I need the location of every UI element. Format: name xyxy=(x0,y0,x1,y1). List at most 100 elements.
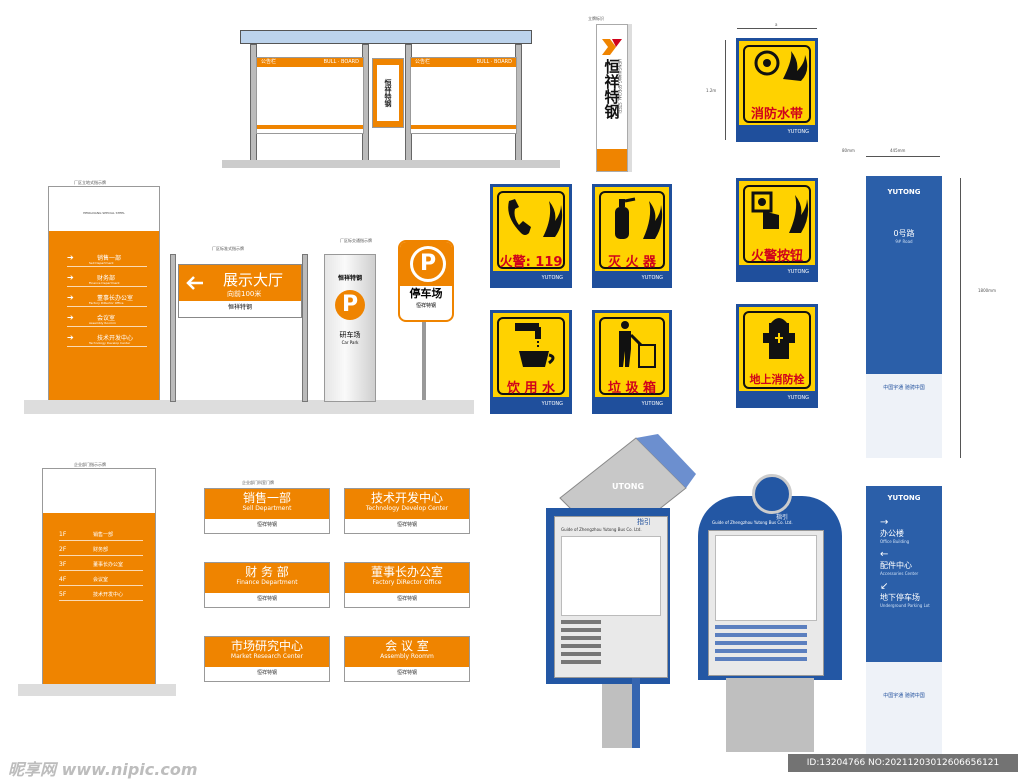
door-index-floor: 4F xyxy=(59,576,67,583)
water-tap-icon xyxy=(515,323,555,367)
door-index-cn: 会议室 xyxy=(93,577,109,583)
hall-caption: 厂区标准式指示牌 xyxy=(212,246,244,251)
safety-text-5: 地上消防栓 xyxy=(749,373,805,386)
dept-sign-brand: 恒祥特钢 xyxy=(256,596,277,602)
guide-a-sub: Guide of Zhengzhou Yutong Bus Co. Ltd. xyxy=(561,527,642,532)
door-index-floor: 1F xyxy=(59,531,67,538)
pillar2-item-en: Underground Parking Lot xyxy=(880,603,930,608)
hose-height-label: 1.2m xyxy=(706,88,717,93)
extinguisher-icon xyxy=(615,197,663,239)
door-index-floor: 2F xyxy=(59,546,67,553)
safety-text-0: 火警: 119 xyxy=(499,255,563,270)
dept-sign-en: Finance Department xyxy=(236,579,298,586)
watermark-bar: 昵享网 www.nipic.com ID:13204766 NO:2021120… xyxy=(0,752,1024,781)
floor-index-cn: 技术开发中心 xyxy=(97,335,134,342)
bulletin-sub-right: BULL · BOARD xyxy=(476,59,512,65)
hall-text: 展示大厅 xyxy=(223,271,284,289)
door-index-cn: 销售一部 xyxy=(93,532,114,538)
dept-sign-brand: 恒祥特钢 xyxy=(396,522,417,528)
door-index-floor: 5F xyxy=(59,591,67,598)
dept-sign-cn: 董事长办公室 xyxy=(370,565,443,579)
arrow-icon: ← xyxy=(880,549,889,560)
totem-brand-cn: 恒祥特钢 xyxy=(602,59,621,119)
arrow-icon: ↙ xyxy=(880,581,889,592)
dept-sign-en: Market Research Center xyxy=(230,653,304,660)
brand-logo-icon xyxy=(602,39,622,55)
watermark-logo: 昵享网 www.nipic.com xyxy=(8,760,198,779)
pillar-brand: YUTONG xyxy=(887,188,921,196)
phone-fire-icon xyxy=(508,199,563,237)
dept-caption: 企业部门科室门牌 xyxy=(242,480,274,485)
dept-sign-en: Technology Develop Center xyxy=(365,505,449,512)
safety-sign-water: 饮 用 水 YUTONG xyxy=(490,310,572,414)
pillar-building-en: 9# Road xyxy=(895,239,913,244)
door-index-cn: 董事长办公室 xyxy=(93,562,124,568)
door-index-row: 4F 会议室 xyxy=(59,576,143,591)
door-index-cn: 财务部 xyxy=(93,547,109,553)
hall-brand: 恒祥特钢 xyxy=(227,304,252,311)
dept-sign-brand: 恒祥特钢 xyxy=(396,596,417,602)
bulletin-brand: 恒祥特钢 xyxy=(377,65,399,121)
safety-foot-4: YUTONG xyxy=(595,397,669,411)
pillar-slogan: 中国宇通 驰骋中国 xyxy=(883,385,925,391)
totem-brand-en: HENGXIANG SPECIAL STEEL xyxy=(617,59,622,115)
floor-index-caption: 厂区立地式指示牌 xyxy=(74,180,106,185)
guide-b-sub: Guide of Zhengzhou Yutong Bus Co. Ltd. xyxy=(712,520,793,525)
dept-sign-en: Assembly Roomm xyxy=(380,653,434,660)
pillar-offset-label: 80mm xyxy=(842,148,855,153)
safety-text-1: 灭 火 器 xyxy=(607,255,657,270)
hall-sub: 向前100米 xyxy=(227,290,262,298)
safety-sign-alarm: 火警按钮 YUTONG xyxy=(736,178,818,282)
right-arrow-icon: ➔ xyxy=(67,333,74,342)
floor-index-cn: 财务部 xyxy=(97,275,116,282)
pillar-building: 0号路 xyxy=(893,229,915,238)
floor-index-cn: 董事长办公室 xyxy=(97,295,134,302)
trash-bin-icon xyxy=(619,321,656,368)
right-arrow-icon: ➔ xyxy=(67,313,74,322)
floor-index-cn: 销售一部 xyxy=(97,255,122,262)
guide-b-title: 指引 xyxy=(776,514,789,521)
floor-index-en: Sell Department xyxy=(89,261,114,265)
pillar-width-label: 445mm xyxy=(890,148,906,153)
door-index-caption: 企业部门指示示牌 xyxy=(74,462,106,467)
pillar2-item-cn: 办公楼 xyxy=(880,529,904,538)
door-index-row: 5F 技术开发中心 xyxy=(59,591,143,606)
floor-index-en: Technology Develop Center xyxy=(89,341,131,345)
parking-brand: 恒祥特钢 xyxy=(415,303,436,309)
pillar2-item-cn: 配件中心 xyxy=(880,561,912,570)
hose-width-label: a xyxy=(775,22,778,27)
safety-text-4: 垃 圾 箱 xyxy=(607,381,657,396)
watermark-id: ID:13204766 NO:20211203012606656121 xyxy=(788,754,1018,772)
door-index-row: 1F 销售一部 xyxy=(59,531,143,546)
guide-a-brand: UTONG xyxy=(612,482,645,491)
dept-sign-cn: 财 务 部 xyxy=(245,565,289,579)
safety-sign-trash: 垃 圾 箱 YUTONG xyxy=(592,310,672,414)
floor-index-en: Assembly Roomm xyxy=(89,321,116,325)
floor-index-cn: 会议室 xyxy=(97,315,116,322)
bulletin-title-left: 公告栏 xyxy=(261,59,277,65)
door-index-cn: 技术开发中心 xyxy=(93,592,124,598)
right-arrow-icon: ➔ xyxy=(67,293,74,302)
parking-pillar-text: 研车场 xyxy=(339,331,361,339)
safety-text-2: 火警按钮 xyxy=(750,249,803,264)
floor-index-en: Factory DiRector Office xyxy=(89,301,124,305)
guide-a-title: 指引 xyxy=(637,518,651,526)
dept-sign-cn: 销售一部 xyxy=(242,491,291,505)
parking-pillar-caption: 厂区标交通指示牌 xyxy=(340,238,372,243)
safety-text-3: 饮 用 水 xyxy=(506,381,556,396)
pillar-height-label: 1800mm xyxy=(978,288,996,293)
safety-sign-hydrant: 地上消防栓 YUTONG xyxy=(736,304,818,408)
parking-p-icon: P xyxy=(335,290,365,320)
